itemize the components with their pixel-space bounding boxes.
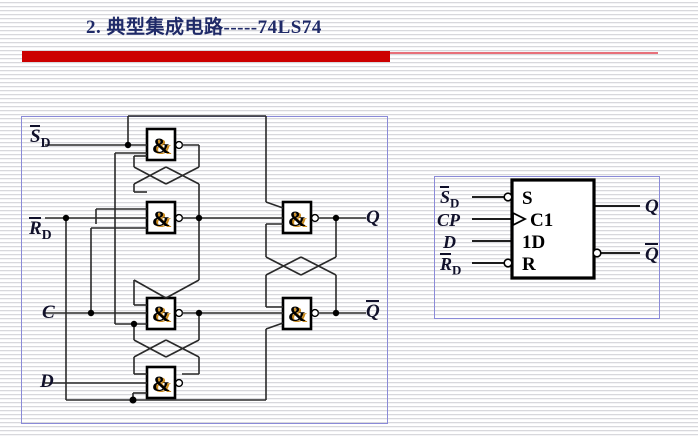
rd-subscript: D <box>41 226 52 242</box>
block-pin-label-q: Q <box>645 196 659 218</box>
block-pin-label-cp: CP <box>437 210 460 231</box>
svg-text:&: & <box>290 302 308 327</box>
page-title: 2. 典型集成电路-----74LS74 <box>86 17 322 38</box>
c-base: C <box>42 302 55 323</box>
svg-text:&: & <box>154 134 172 159</box>
block-inner-label-1d: 1D <box>522 232 545 253</box>
block-q-base: Q <box>645 196 659 217</box>
gate-level-circuit: && && && && && && <box>45 115 366 404</box>
svg-text:&: & <box>152 133 170 158</box>
svg-text:&: & <box>154 372 172 397</box>
circuit-output-label-q: Q <box>366 207 380 229</box>
rd-overline-base: R <box>29 217 42 239</box>
title-accent-line <box>390 52 658 54</box>
block-pin-label-qbar: Q <box>645 243 659 266</box>
block-symbol-diagram: S C1 1D R <box>472 178 640 280</box>
svg-text:&: & <box>288 301 306 326</box>
circuit-input-label-sd: SD <box>30 125 51 151</box>
block-rd-overline-base: R <box>440 253 453 274</box>
block-qbar-overline-base: Q <box>645 243 659 265</box>
circuit-input-label-c: C <box>42 302 55 324</box>
svg-text:&: & <box>154 207 172 232</box>
block-pin-label-rd: RD <box>440 253 462 279</box>
block-pin-label-sd: SD <box>440 186 460 212</box>
svg-text:&: & <box>152 206 170 231</box>
d-base: D <box>40 371 54 392</box>
svg-text:&: & <box>288 206 306 231</box>
sd-subscript: D <box>40 134 51 150</box>
svg-text:&: & <box>152 301 170 326</box>
circuit-output-label-qbar: Q <box>366 300 380 323</box>
block-inner-label-r: R <box>522 254 536 275</box>
q-base: Q <box>366 207 380 228</box>
block-cp-base: CP <box>437 210 461 230</box>
block-d-base: D <box>443 232 456 252</box>
block-inner-label-c1: C1 <box>530 210 553 231</box>
circuit-input-label-rd: RD <box>29 217 52 243</box>
block-rd-subscript: D <box>452 262 462 278</box>
qbar-overline-base: Q <box>366 300 380 322</box>
block-sd-subscript: D <box>450 195 460 211</box>
block-pin-label-d: D <box>443 232 456 253</box>
svg-text:&: & <box>290 207 308 232</box>
svg-text:&: & <box>154 302 172 327</box>
block-symbol-panel <box>434 176 660 319</box>
circuit-input-label-d: D <box>40 371 54 393</box>
sd-overline-base: S <box>30 125 41 147</box>
block-inner-label-s: S <box>522 188 533 209</box>
svg-text:&: & <box>152 371 170 396</box>
title-accent-bar <box>22 51 390 62</box>
block-sd-overline-base: S <box>440 186 451 207</box>
